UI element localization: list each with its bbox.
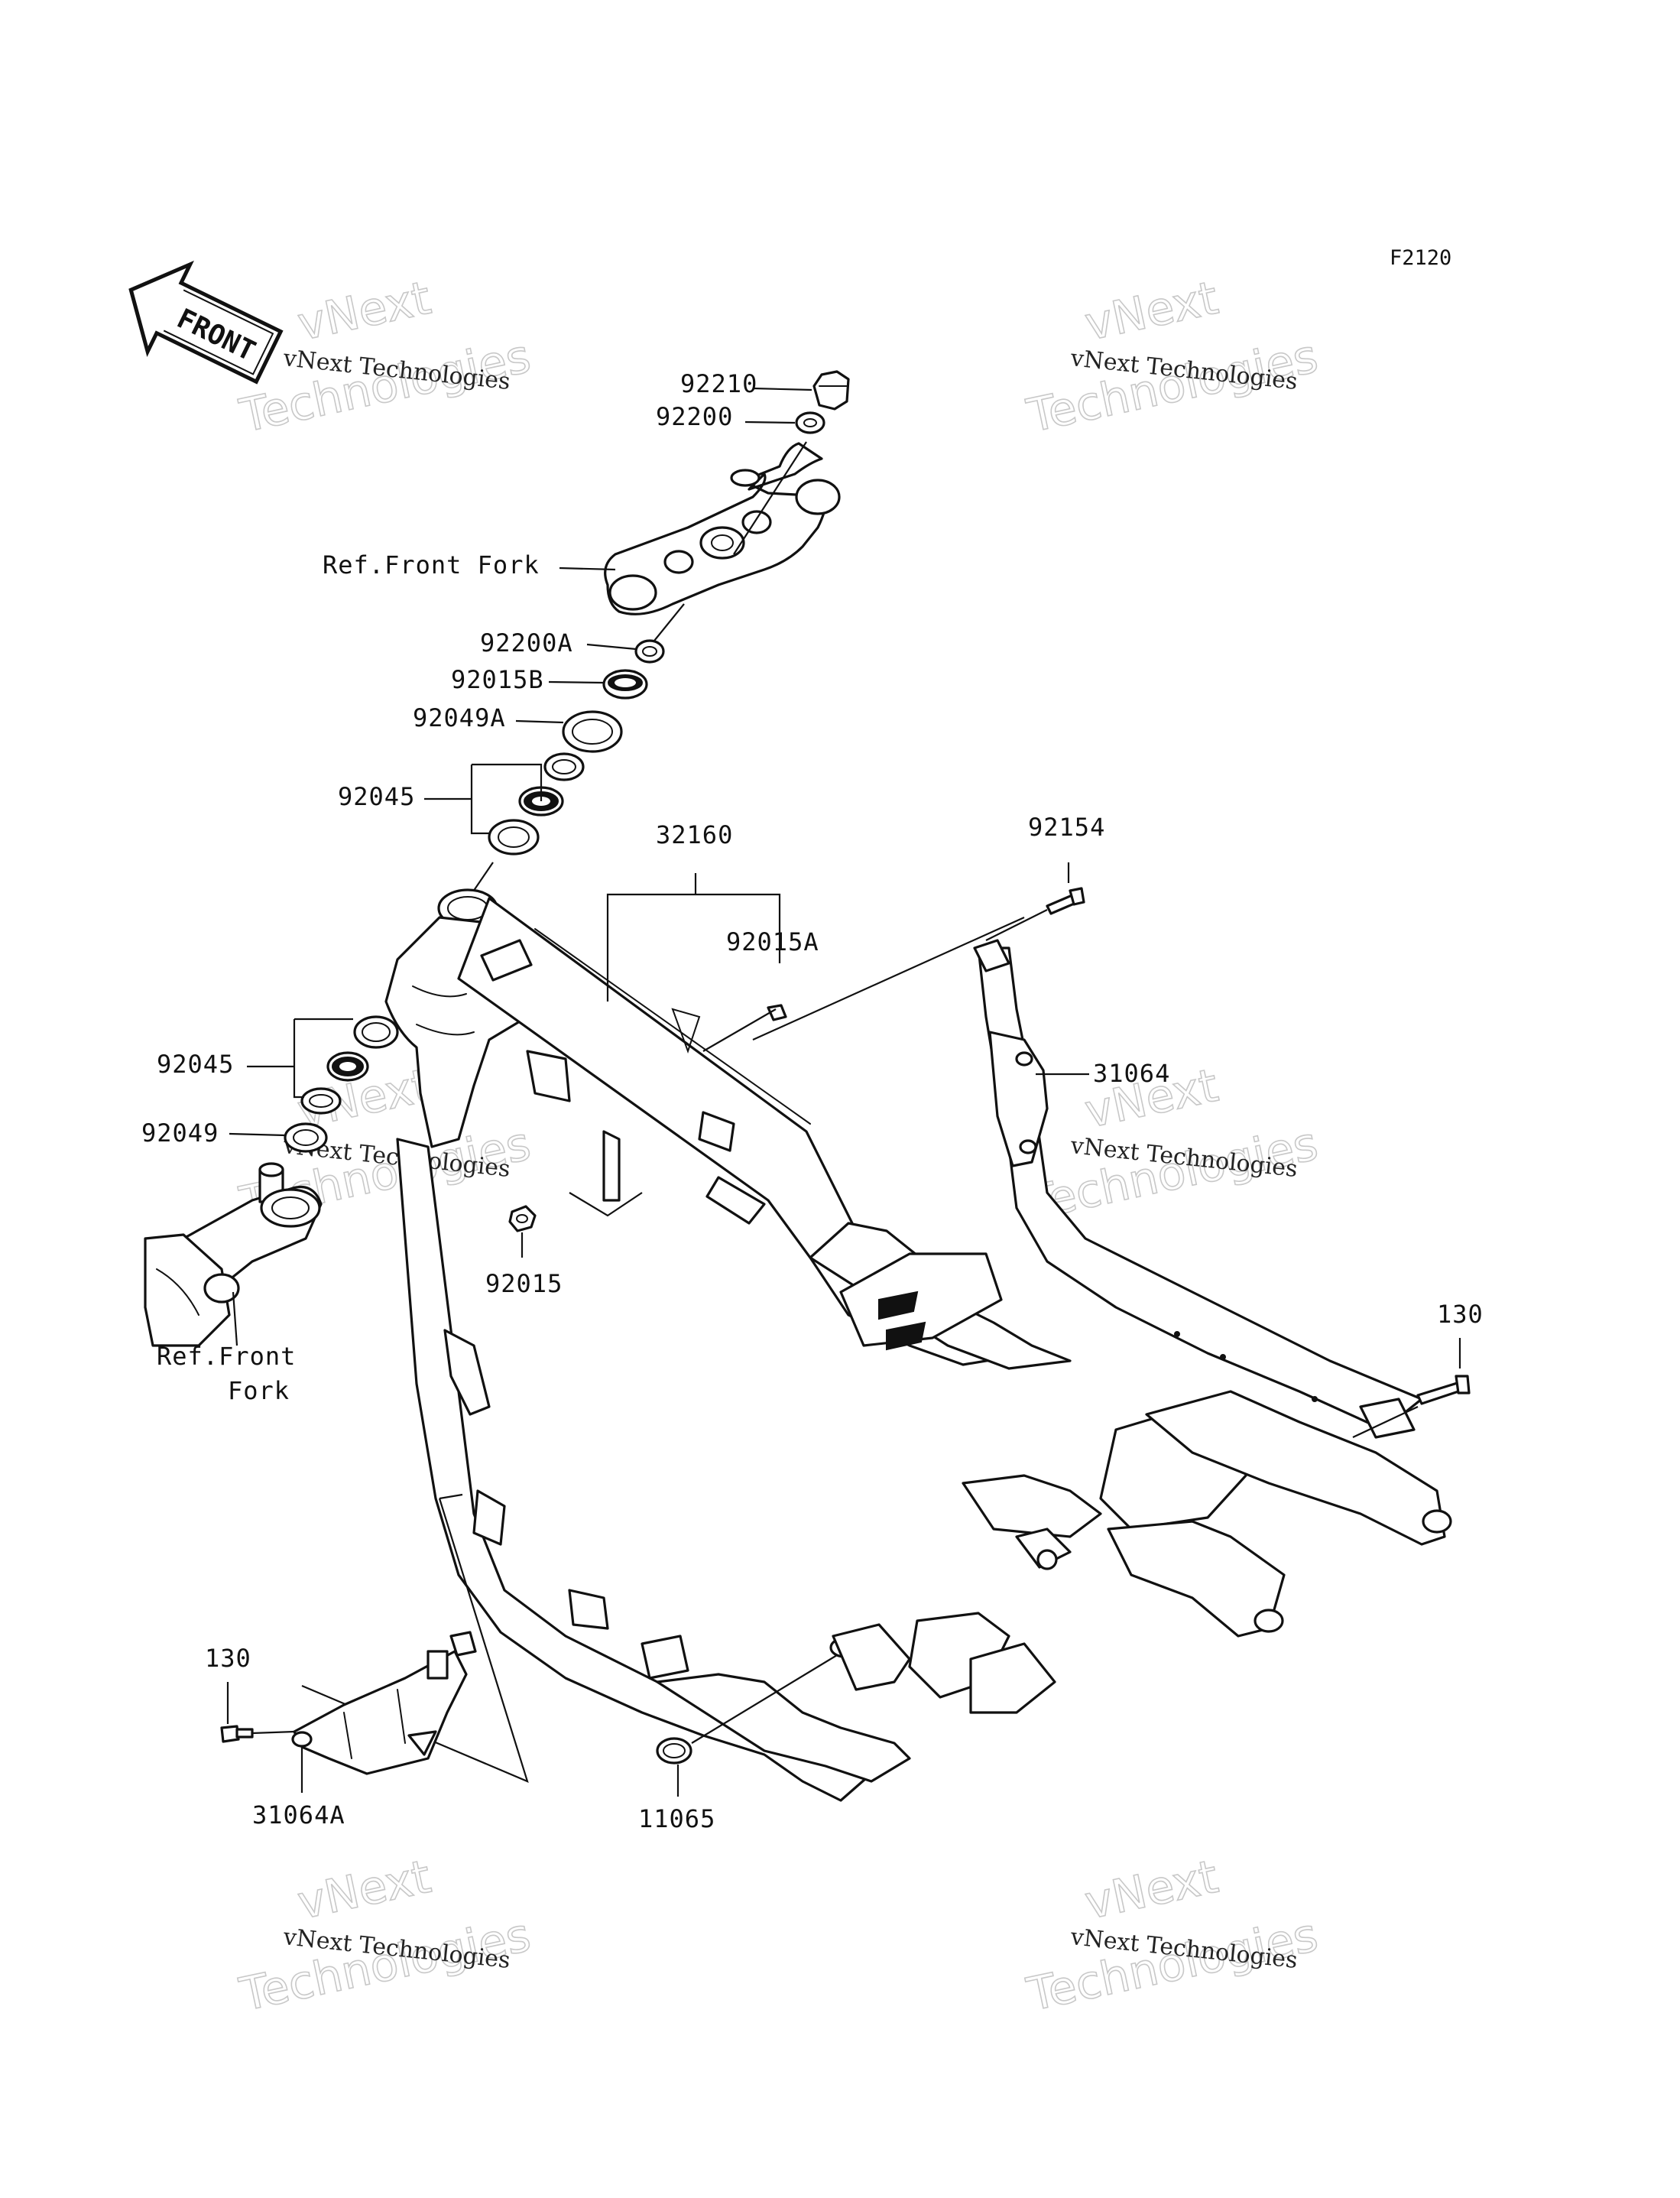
bracket-31064A [291, 1631, 477, 1775]
washer-92200A [634, 639, 665, 664]
front-arrow-icon: FRONT [128, 260, 284, 385]
label-130-left: 130 [205, 1644, 251, 1673]
label-92154: 92154 [1028, 813, 1105, 842]
watermark-bottom-left: vNext Technologies vNext Technologies [235, 1849, 536, 2023]
label-92045-top: 92045 [338, 782, 415, 811]
bearing-set-92045-top [488, 752, 585, 855]
label-92049: 92049 [141, 1118, 219, 1148]
plug-11065 [656, 1737, 692, 1765]
label-31064: 31064 [1093, 1059, 1170, 1088]
stem-nut-92210 [812, 370, 850, 411]
lower-triple-clamp [144, 1162, 323, 1347]
svg-text:vNext: vNext [294, 1850, 436, 1930]
label-ref-front-fork-2: Fork [228, 1376, 290, 1405]
label-92015B: 92015B [451, 665, 544, 694]
bolt-130-left [220, 1725, 254, 1743]
diagram-code: F2120 [1390, 246, 1451, 270]
bolt-130-right [1416, 1375, 1471, 1405]
watermark-mid-right: vNext Technologies vNext Technologies [1022, 1058, 1323, 1232]
bearing-set-92045-lower [300, 1015, 399, 1115]
svg-text:vNext: vNext [294, 271, 436, 352]
nut-92015A [767, 1004, 787, 1021]
label-92045-lower: 92045 [157, 1050, 234, 1079]
watermark-bottom-right: vNext Technologies vNext Technologies [1022, 1849, 1323, 2023]
label-ref-front-fork-1: Ref.Front [157, 1342, 296, 1371]
bolt-92154 [1046, 887, 1085, 915]
nut-92015B [602, 669, 648, 700]
label-ref-front-fork-top: Ref.Front Fork [323, 550, 540, 580]
label-11065: 11065 [638, 1804, 715, 1833]
seal-92049A [562, 710, 623, 753]
watermark-top-right: vNext Technologies vNext Technologies [1022, 271, 1323, 444]
label-92015A: 92015A [726, 927, 819, 956]
seal-92049 [284, 1122, 328, 1153]
label-92200A: 92200A [480, 628, 573, 657]
label-92210: 92210 [680, 369, 757, 398]
label-32160: 32160 [656, 820, 733, 849]
nut-92015 [508, 1205, 537, 1232]
svg-text:vNext: vNext [1081, 271, 1223, 352]
svg-text:vNext: vNext [1081, 1850, 1223, 1930]
label-92049A: 92049A [413, 703, 506, 732]
label-92200: 92200 [656, 402, 733, 431]
main-frame [384, 888, 1452, 1802]
label-92015: 92015 [485, 1269, 563, 1298]
washer-92200 [795, 411, 825, 434]
watermark-top-left: vNext Technologies vNext Technologies [235, 271, 536, 444]
label-130-right: 130 [1437, 1300, 1484, 1329]
label-31064A: 31064A [252, 1800, 345, 1830]
upper-triple-clamp [604, 442, 841, 615]
